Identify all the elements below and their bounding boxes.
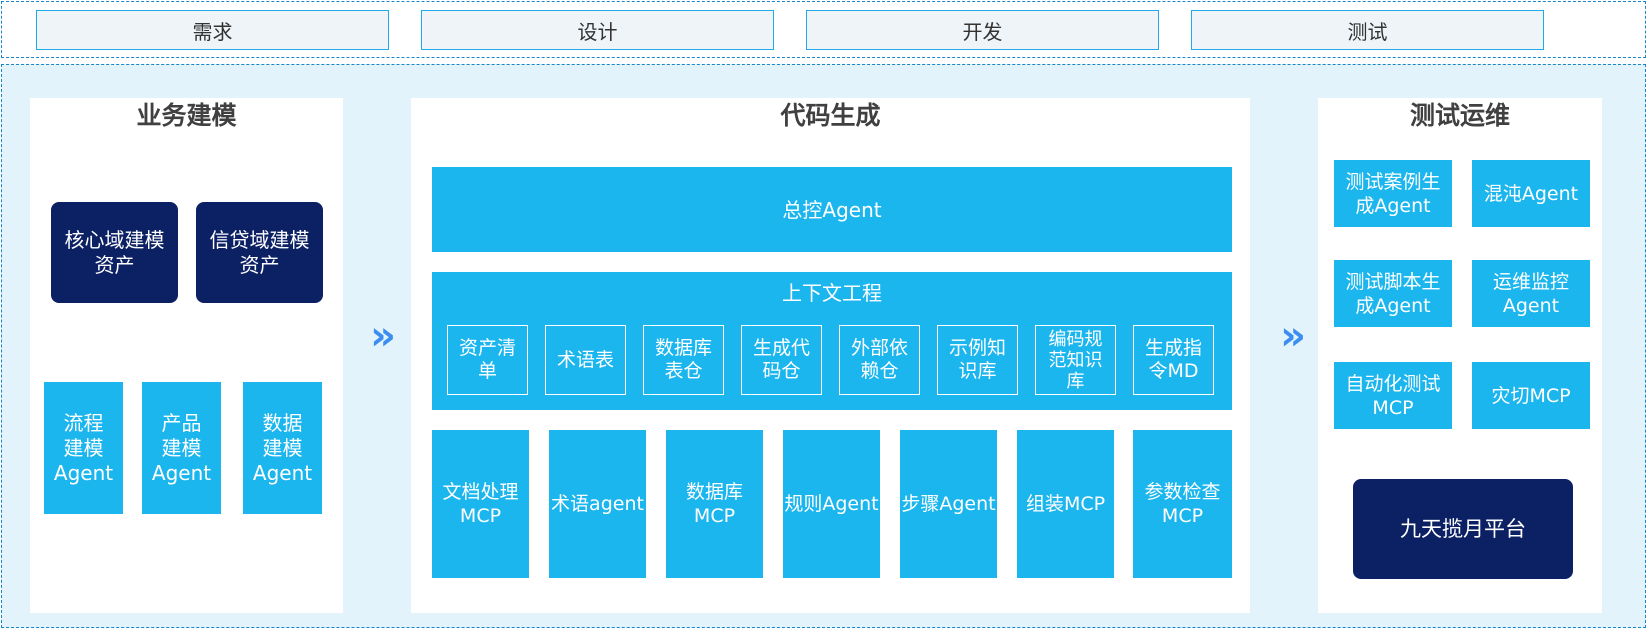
master-control-agent: 总控Agent: [432, 167, 1232, 252]
context-item: 资产清 单: [447, 325, 528, 395]
product-modeling-agent: 产品 建模 Agent: [142, 382, 221, 514]
flow-arrow-icon: »: [1280, 313, 1306, 359]
context-item: 示例知 识库: [937, 325, 1018, 395]
tool-item: 数据库 MCP: [666, 430, 763, 578]
business-modeling-title: 业务建模: [136, 101, 237, 130]
business-modeling-panel: [30, 98, 343, 613]
credit-domain-asset: 信贷域建模 资产: [196, 202, 323, 303]
context-item: 生成指 令MD: [1133, 325, 1214, 395]
data-modeling-agent: 数据 建模 Agent: [243, 382, 322, 514]
tool-item: 术语agent: [549, 430, 646, 578]
tool-item: 参数检查 MCP: [1133, 430, 1232, 578]
context-item: 生成代 码仓: [741, 325, 822, 395]
test-ops-item: 测试脚本生 成Agent: [1334, 260, 1452, 327]
tool-item: 文档处理 MCP: [432, 430, 529, 578]
context-engineering-title: 上下文工程: [782, 280, 882, 305]
test-ops-item: 运维监控 Agent: [1472, 260, 1590, 327]
tool-item: 规则Agent: [783, 430, 880, 578]
phase-testing: 测试: [1191, 10, 1544, 50]
phase-development: 开发: [806, 10, 1159, 50]
context-engineering-box: [432, 272, 1232, 410]
flow-arrow-icon: »: [370, 313, 396, 359]
phase-requirements: 需求: [36, 10, 389, 50]
test-ops-item: 灾切MCP: [1472, 362, 1590, 429]
platform-box: 九天揽月平台: [1353, 479, 1573, 579]
test-ops-item: 自动化测试 MCP: [1334, 362, 1452, 429]
phase-design: 设计: [421, 10, 774, 50]
test-ops-item: 测试案例生 成Agent: [1334, 160, 1452, 227]
process-modeling-agent: 流程 建模 Agent: [44, 382, 123, 514]
context-item: 术语表: [545, 325, 626, 395]
tool-item: 步骤Agent: [900, 430, 997, 578]
core-domain-asset: 核心域建模 资产: [51, 202, 178, 303]
context-item: 数据库 表仓: [643, 325, 724, 395]
test-ops-title: 测试运维: [1409, 101, 1510, 130]
test-ops-item: 混沌Agent: [1472, 160, 1590, 227]
context-item: 外部依 赖仓: [839, 325, 920, 395]
code-generation-title: 代码生成: [780, 101, 881, 130]
tool-item: 组装MCP: [1017, 430, 1114, 578]
context-item: 编码规 范知识 库: [1035, 325, 1116, 395]
